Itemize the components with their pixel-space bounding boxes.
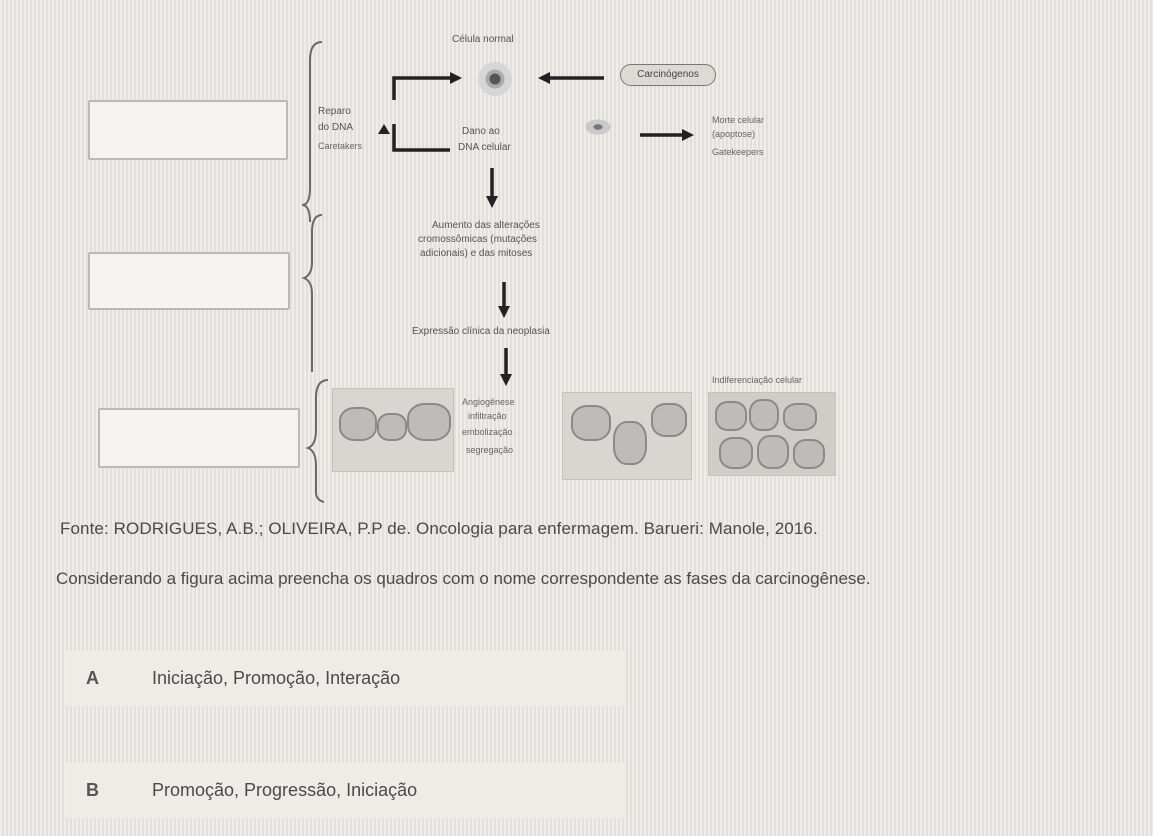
tissue-illustration-1 bbox=[332, 388, 454, 472]
death-label-2: (apoptose) bbox=[712, 129, 756, 139]
phase-box-3 bbox=[98, 408, 300, 468]
option-b-text: Promoção, Progressão, Iniciação bbox=[152, 780, 418, 800]
damaged-cell-icon bbox=[580, 116, 616, 138]
increase-label-3: adicionais) e das mitoses bbox=[420, 248, 533, 259]
question-text: Considerando a figura acima preencha os … bbox=[56, 569, 871, 588]
tissue-term-3: embolização bbox=[462, 427, 513, 437]
carcinogenesis-figure: Célula normal Carcinógenos Reparo do DNA… bbox=[88, 34, 836, 503]
tissue-illustration-2 bbox=[562, 392, 692, 480]
option-b-letter: B bbox=[86, 780, 99, 800]
phase-box-2 bbox=[88, 252, 290, 310]
repair-label-3: Caretakers bbox=[318, 141, 363, 151]
cell-normal-label: Célula normal bbox=[452, 34, 514, 45]
damage-label-1: Dano ao bbox=[462, 126, 500, 137]
carcinogens-badge: Carcinógenos bbox=[620, 64, 716, 86]
option-a[interactable]: A Iniciação, Promoção, Interação bbox=[66, 650, 626, 706]
undifferentiation-label: Indiferenciação celular bbox=[712, 375, 803, 385]
damage-label-2: DNA celular bbox=[458, 142, 511, 153]
repair-label-1: Reparo bbox=[318, 106, 351, 117]
normal-cell-icon bbox=[478, 62, 512, 96]
tissue-illustration-3 bbox=[708, 392, 836, 476]
tissue-term-2: infiltração bbox=[468, 411, 507, 421]
tissue-term-1: Angiogênese bbox=[462, 397, 515, 407]
option-a-letter: A bbox=[86, 668, 99, 688]
option-b[interactable]: B Promoção, Progressão, Iniciação bbox=[66, 762, 626, 818]
option-a-text: Iniciação, Promoção, Interação bbox=[152, 668, 401, 688]
phase-box-1 bbox=[88, 100, 288, 160]
repair-label-2: do DNA bbox=[318, 122, 354, 133]
tissue-term-4: segregação bbox=[466, 445, 514, 455]
increase-label-2: cromossômicas (mutações bbox=[418, 234, 537, 245]
diagram-lines bbox=[301, 41, 694, 503]
increase-label-1: Aumento das alterações bbox=[432, 220, 540, 231]
death-label-3: Gatekeepers bbox=[712, 147, 764, 157]
clinical-expression-label: Expressão clínica da neoplasia bbox=[412, 326, 550, 337]
source-citation: Fonte: RODRIGUES, A.B.; OLIVEIRA, P.P de… bbox=[60, 519, 818, 538]
death-label-1: Morte celular bbox=[712, 115, 765, 125]
